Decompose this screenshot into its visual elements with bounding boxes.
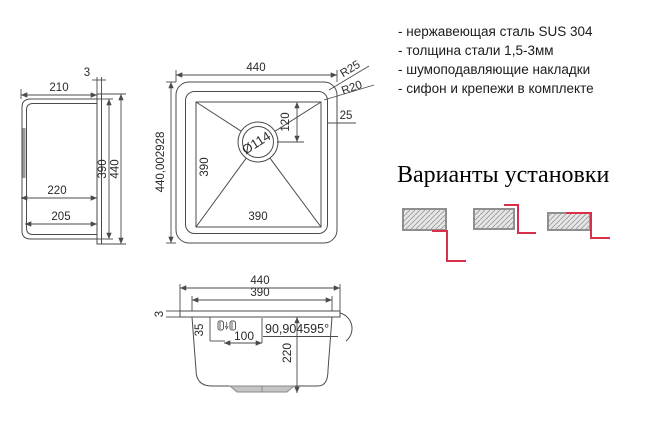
installation-option-overmount (547, 212, 610, 239)
dim-front-depth: 220 (280, 343, 294, 363)
installation-option-flushmount (473, 204, 536, 234)
installation-heading: Варианты установки (397, 162, 610, 188)
top-view-dimensions (166, 65, 375, 244)
spec-item-material: - нержавеющая сталь SUS 304 (398, 24, 593, 39)
spec-item-thickness: - толщина стали 1,5-3мм (398, 43, 554, 58)
mounting-clips-icon (217, 320, 236, 331)
dim-side-depth2: 205 (51, 211, 70, 223)
counter-profile-red-line (432, 230, 466, 262)
dim-front-rim: 3 (154, 311, 166, 317)
dim-clip-offset: 35 (194, 324, 206, 337)
top-view: 440 440,002928 390 390 Ø114 120 25 R25 R… (155, 59, 375, 244)
side-view-dimensions (20, 77, 126, 245)
angle-arc (339, 312, 353, 342)
side-rim-flange (96, 93, 102, 245)
dim-drain-diameter: Ø114 (239, 128, 273, 157)
dim-side-depth1: 220 (47, 185, 66, 197)
counter-profile-red-line (504, 204, 536, 234)
dim-clip-spacing: 100 (234, 329, 254, 343)
bowl-bottom-edge (195, 101, 322, 228)
dim-side-outer-height: 440 (110, 159, 122, 178)
dim-side-inner-height: 390 (97, 159, 109, 178)
front-view-dimensions (166, 284, 341, 393)
dim-front-bowl-width: 390 (250, 287, 269, 299)
dim-side-width: 210 (49, 82, 68, 94)
side-view-body (21, 93, 102, 245)
outer-edge (175, 81, 338, 244)
dim-top-height: 440,002928 (155, 132, 167, 193)
front-view: 440 390 3 35 100 90,904595° 220 (154, 275, 353, 393)
bowl-top-edge (185, 91, 328, 234)
counter-profile-red-line (566, 212, 610, 239)
dim-rim-width: 25 (340, 110, 353, 122)
front-view-body (179, 310, 353, 393)
dim-side-rim: 3 (84, 67, 90, 79)
dim-wall-angle: 90,904595° (265, 322, 329, 336)
front-rim (179, 310, 341, 318)
installation-options (402, 204, 610, 262)
leader-r25 (328, 65, 370, 91)
spec-item-noise-pads: - шумоподавляющие накладки (398, 62, 591, 77)
dim-drain-offset: 120 (280, 112, 292, 131)
dim-bowl-height: 390 (199, 157, 211, 176)
dim-bowl-width: 390 (248, 211, 267, 223)
drain-circle-inner (242, 126, 274, 158)
dim-front-width: 440 (250, 275, 269, 287)
leader-r20 (323, 84, 375, 101)
side-view: 210 3 390 440 220 205 (20, 67, 126, 245)
installation-option-undermount (402, 208, 466, 262)
dim-top-width: 440 (246, 62, 265, 74)
spec-item-included: - сифон и крепежи в комплекте (398, 81, 594, 96)
specs-list: - нержавеющая сталь SUS 304 - толщина ст… (398, 22, 594, 98)
